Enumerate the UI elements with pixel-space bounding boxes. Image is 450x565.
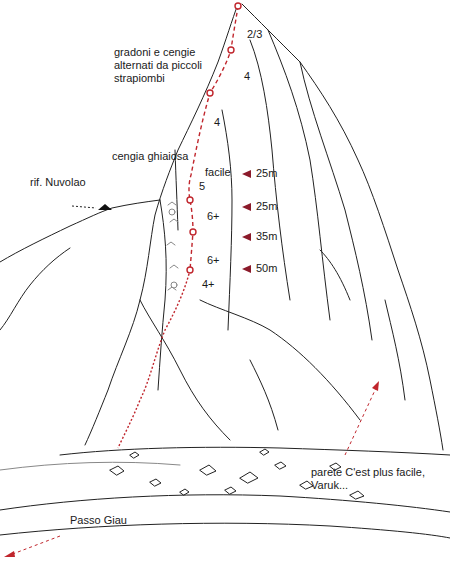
- route-note: gradoni e cengie alternati da piccoli st…: [114, 46, 229, 85]
- grade: 4: [244, 70, 250, 83]
- grade: 5: [199, 180, 205, 193]
- grade: 6+: [207, 210, 220, 223]
- grade: facile: [205, 166, 231, 179]
- grade: 2/3: [247, 28, 262, 41]
- pitch-length: 25m: [256, 167, 277, 180]
- grade: 4+: [202, 278, 215, 291]
- ledge-note: cengia ghiaiosa: [112, 150, 188, 163]
- pitch-length: 50m: [256, 262, 277, 275]
- place-name: Passo Giau: [70, 514, 127, 527]
- pitch-length: 35m: [256, 230, 277, 243]
- grade: 4: [214, 116, 220, 129]
- face-note: parete C'est plus facile, Varuk...: [311, 466, 446, 492]
- hut-name: rif. Nuvolao: [30, 176, 86, 189]
- pitch-length: 25m: [256, 200, 277, 213]
- grade: 6+: [207, 254, 220, 267]
